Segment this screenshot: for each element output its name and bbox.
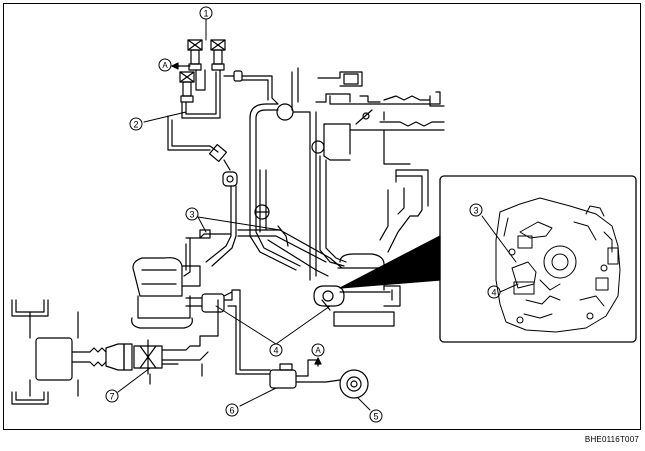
figure-code: BHE0116T007 xyxy=(584,435,639,444)
solenoid-valve-3 xyxy=(179,71,195,103)
vacuum-chamber xyxy=(181,69,221,119)
connector-label-a-bottom: A xyxy=(315,346,321,355)
callout-label-1: 1 xyxy=(203,9,208,19)
callout-circles xyxy=(105,6,501,423)
callout-label-2: 2 xyxy=(133,120,138,130)
callout-label-3: 3 xyxy=(189,210,194,220)
detail-inset-frame xyxy=(439,175,637,343)
detail-throttle-body xyxy=(495,197,621,333)
engine-block-left xyxy=(131,257,201,329)
catalytic-converter xyxy=(105,343,133,371)
vacuum-reservoir xyxy=(339,369,369,399)
detail-pointer-wedge xyxy=(339,235,441,289)
callout-label-4: 4 xyxy=(273,346,278,356)
solenoid-valve-2 xyxy=(210,39,226,71)
engine-block-right xyxy=(333,253,401,327)
leader-lines xyxy=(117,18,519,411)
intake-plenum xyxy=(291,67,445,253)
callout-label-3-detail: 3 xyxy=(473,206,478,216)
exhaust-butterfly-valve xyxy=(133,339,163,375)
connector-label-a-top: A xyxy=(162,61,168,70)
callout-label-5: 5 xyxy=(373,412,378,422)
callout-label-7: 7 xyxy=(109,392,114,402)
vacuum-actuator xyxy=(269,359,341,389)
muffler xyxy=(11,299,79,405)
solenoid-valve-1 xyxy=(187,39,203,71)
callout-label-4-detail: 4 xyxy=(491,288,496,298)
diagram-frame xyxy=(3,3,641,430)
callout-label-6: 6 xyxy=(229,406,234,416)
